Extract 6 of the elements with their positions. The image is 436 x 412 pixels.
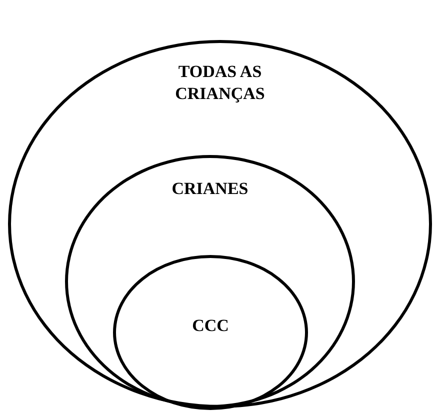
set-label: CRIANES xyxy=(170,178,250,200)
set-ellipse xyxy=(8,40,432,408)
set-label: CCC xyxy=(191,315,230,337)
set-ellipse xyxy=(113,255,308,410)
set-ellipse xyxy=(65,155,355,408)
set-label: TODAS AS CRIANÇAS xyxy=(174,61,266,105)
